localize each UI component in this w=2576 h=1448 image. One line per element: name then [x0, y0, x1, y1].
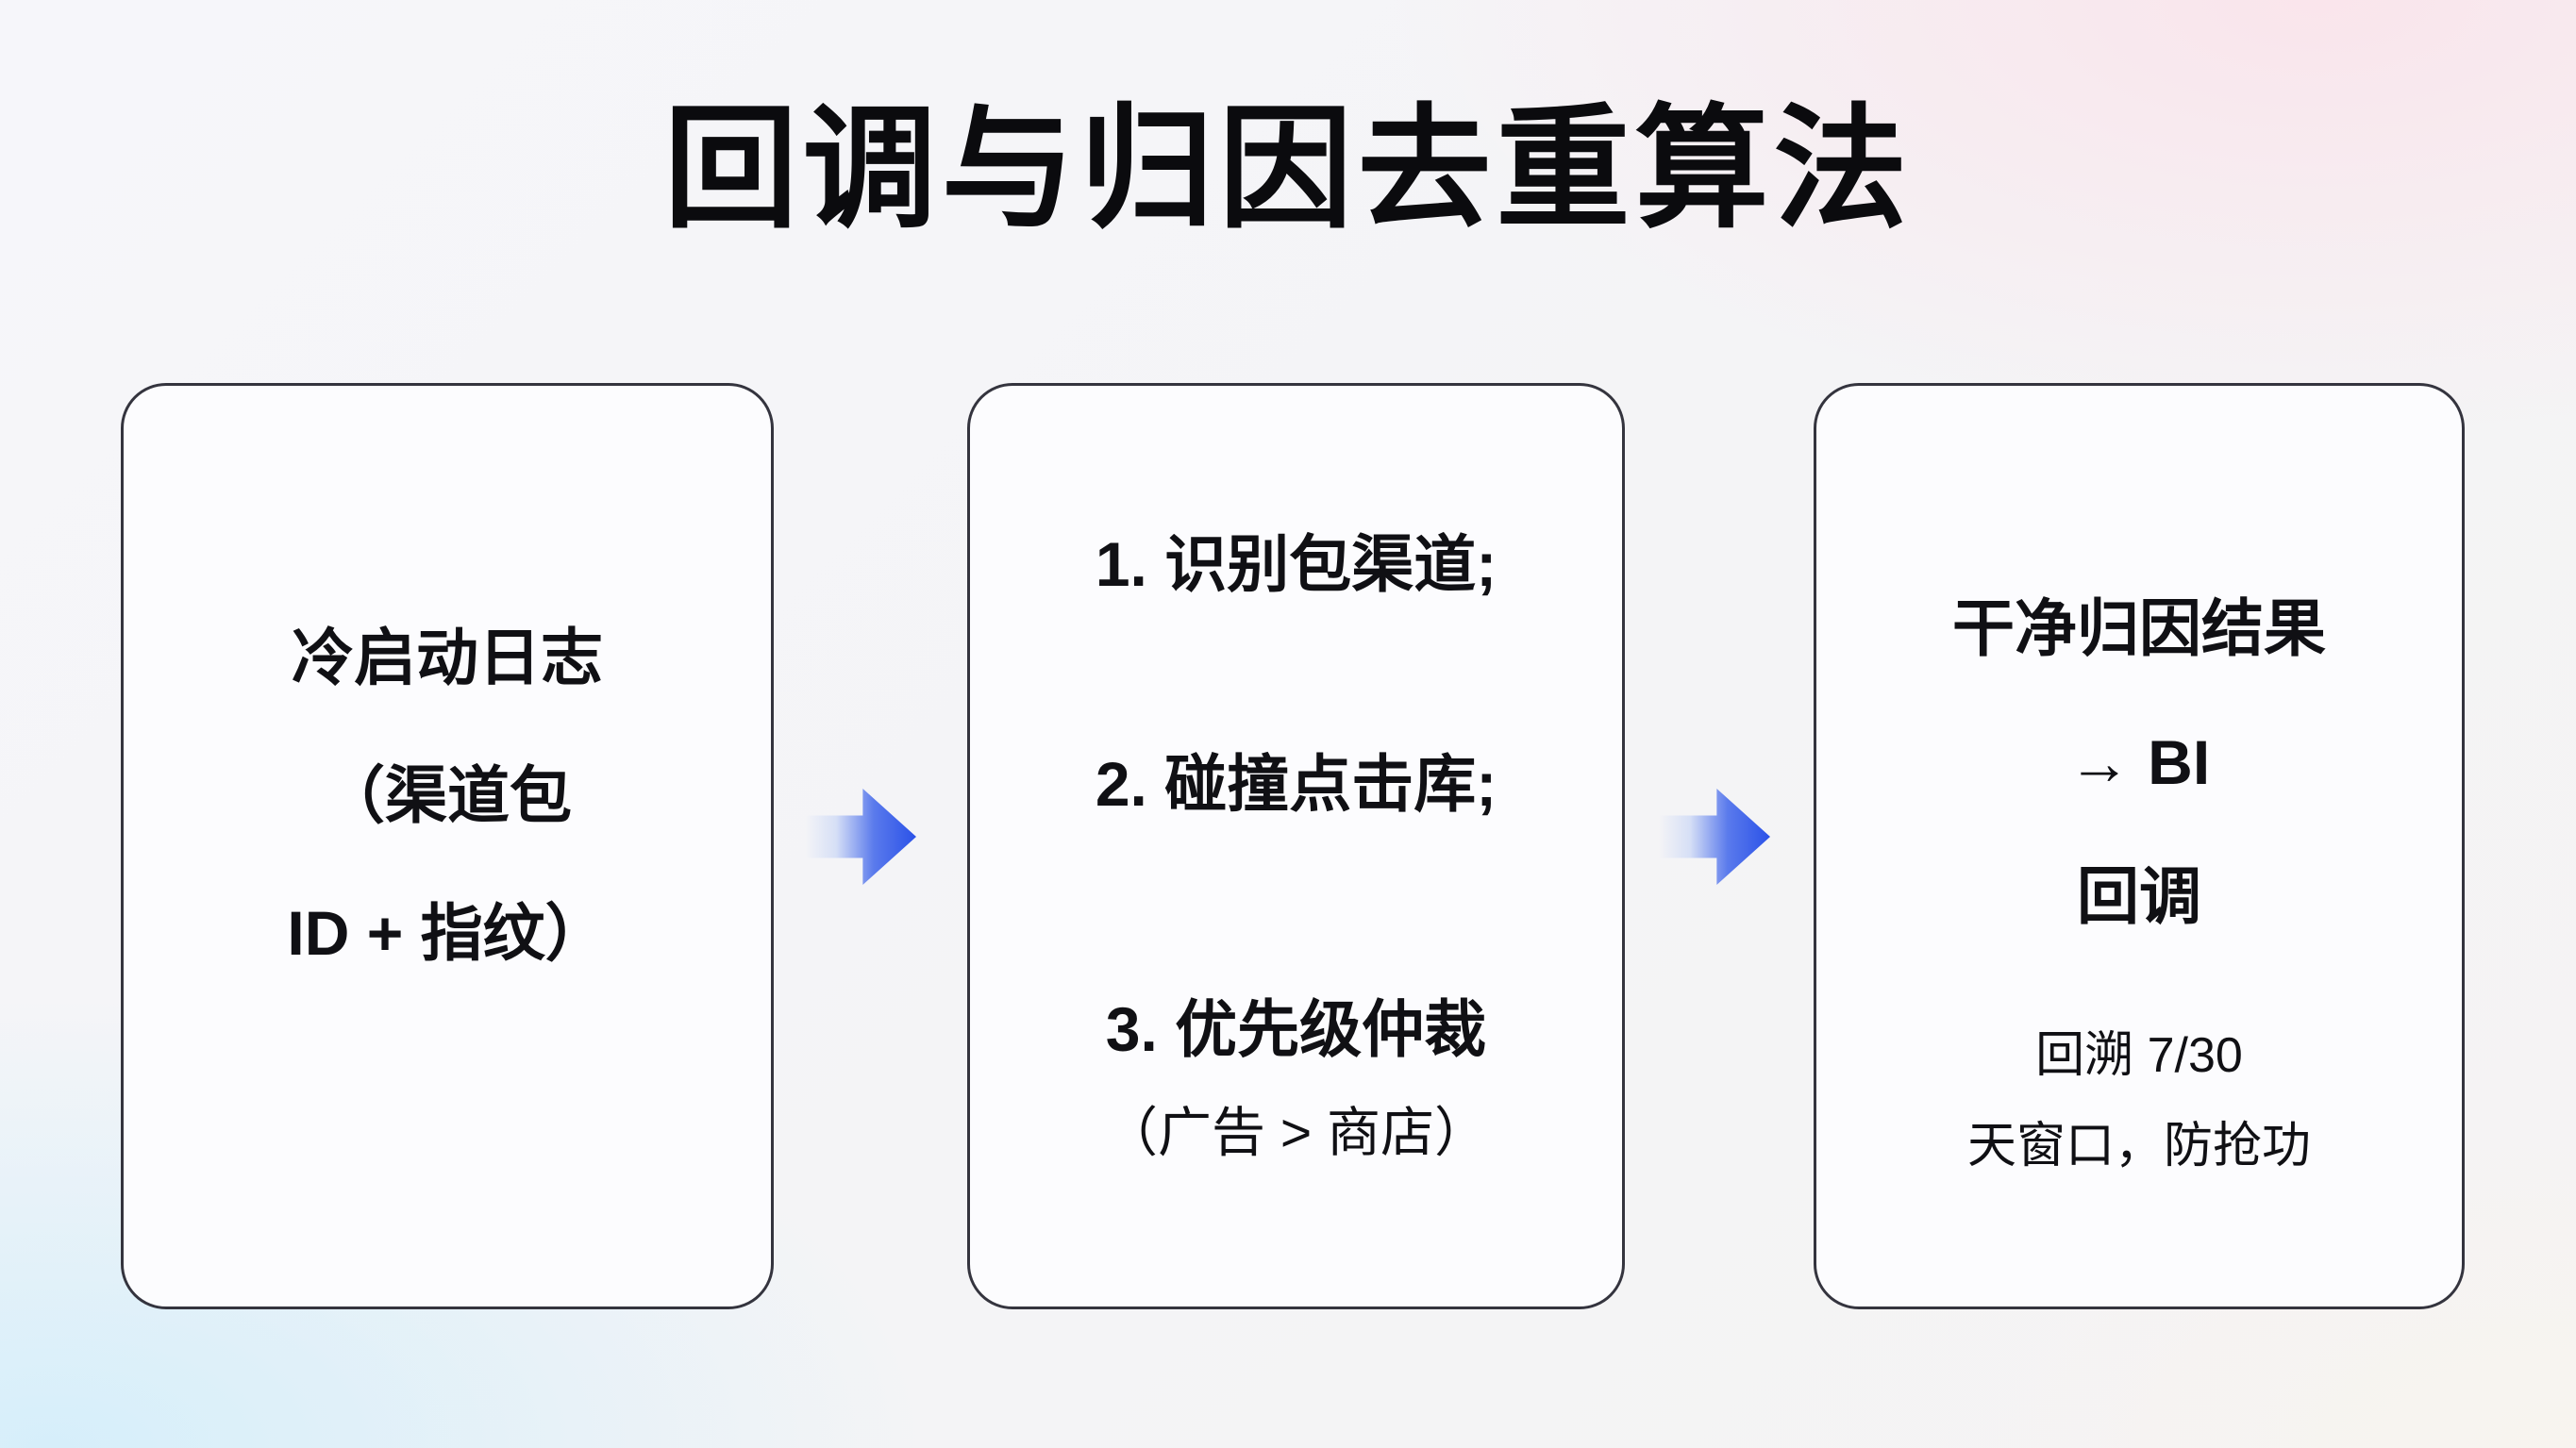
- node-text-line: → BI: [2067, 727, 2211, 797]
- step-item: 2. 碰撞点击库;: [1095, 748, 1497, 819]
- node-clean-attribution-result: 干净归因结果 → BI 回调 回溯 7/30 天窗口，防抢功: [1814, 383, 2465, 1309]
- node-cold-start-log: 冷启动日志 （渠道包 ID + 指纹）: [121, 383, 774, 1309]
- node-text-line: ID + 指纹）: [287, 898, 608, 968]
- arrow-right-icon: [805, 789, 916, 885]
- node-text-line: 回调: [2077, 861, 2201, 931]
- result-notes: 回溯 7/30 天窗口，防抢功: [1967, 1010, 2311, 1191]
- anti-steal-note: 天窗口，防抢功: [1966, 1119, 2311, 1173]
- node-text-line: 冷启动日志: [292, 623, 603, 692]
- priority-note: （广告 > 商店）: [1104, 1102, 1488, 1163]
- node-text-line: 干净归因结果: [1952, 593, 2326, 663]
- page-title: 回调与归因去重算法: [663, 94, 1913, 244]
- arrow-right-icon: [1659, 789, 1770, 885]
- step-item: 3. 优先级仲裁: [1105, 993, 1487, 1064]
- node-dedup-steps: 1. 识别包渠道; 2. 碰撞点击库; 3. 优先级仲裁 （广告 > 商店）: [967, 383, 1625, 1309]
- step-item: 1. 识别包渠道;: [1095, 528, 1497, 599]
- node-text-line: （渠道包: [323, 760, 572, 830]
- lookback-window-note: 回溯 7/30: [2035, 1028, 2243, 1083]
